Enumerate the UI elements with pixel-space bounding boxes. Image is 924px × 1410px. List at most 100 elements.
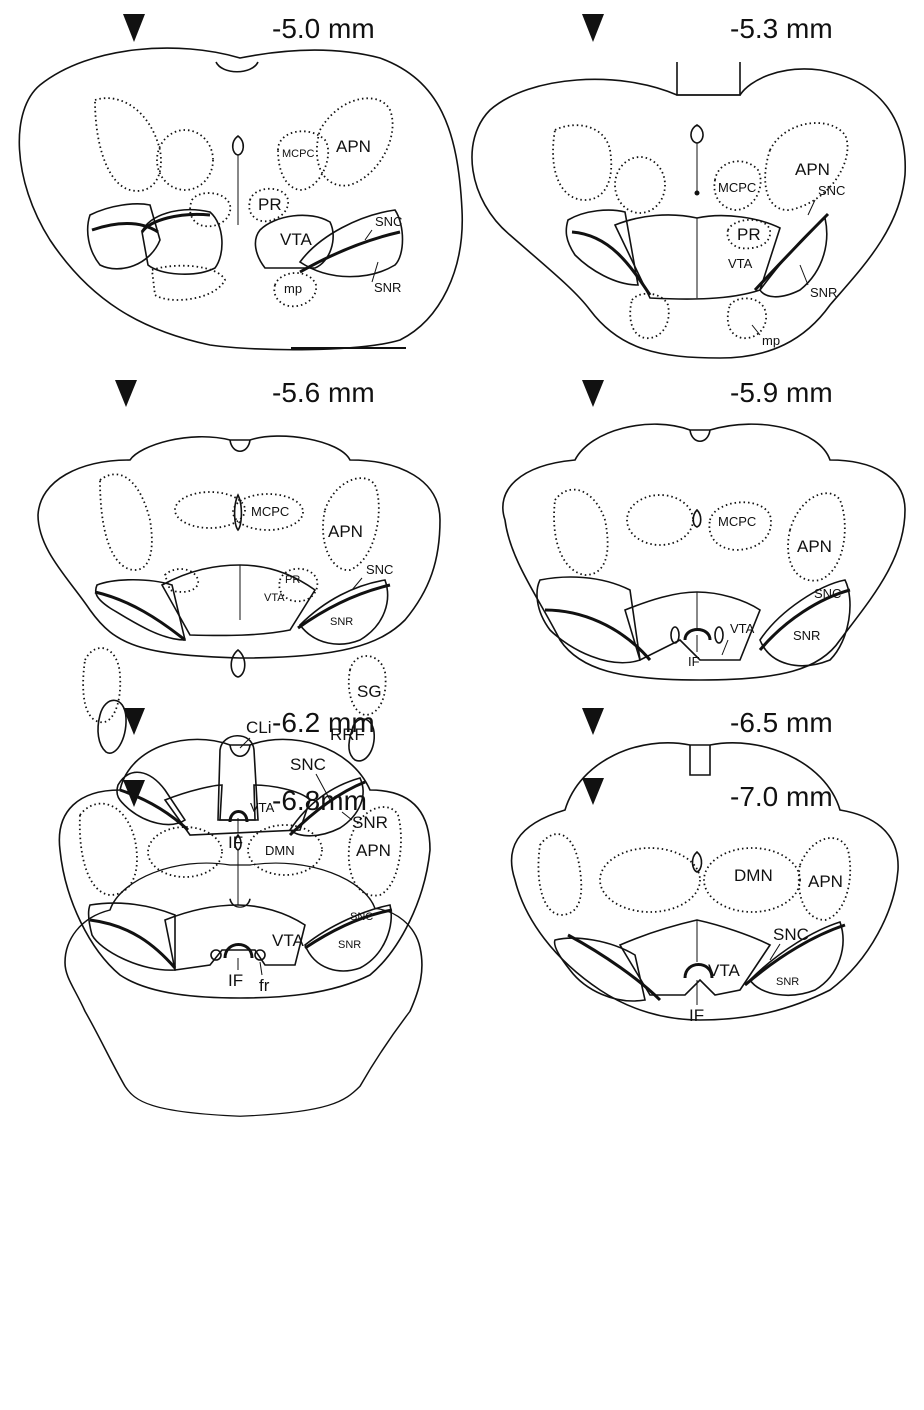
label-apn: APN [795,160,830,179]
section-coordinate: -5.9 mm [730,377,833,408]
aqueduct [693,510,701,527]
brain-outline [59,739,430,998]
if-nucleus [225,945,252,959]
label-snc: SNC [773,925,809,944]
brain-outline [19,48,462,350]
section-coordinate: -7.0 mm [730,781,833,812]
midline-notch [230,745,250,756]
brain-outline [472,69,905,358]
left-snc-snr [88,204,160,269]
label-pr: PR [737,225,761,244]
midline-notch [230,440,250,451]
label-sg: SG [357,682,382,701]
aqueduct [233,136,244,155]
left-vta-region [142,210,222,274]
label-vta: VTA [728,256,753,271]
region-left-medial [615,157,665,213]
left-lower-region [152,266,225,300]
section-minus-5-3: -5.3 mm MCPC APN PR SNC VTA SNR mp [472,13,905,358]
region-left-lateral [553,125,611,200]
region-left-medial [627,495,693,545]
label-apn: APN [356,841,391,860]
right-snc-bold [755,214,828,290]
label-fr: fr [259,976,270,995]
section-minus-6-5: -6.5 mm DMN APN SNC VTA SNR IF [512,707,899,1025]
region-left-lateral [100,474,152,570]
label-snc: SNC [350,911,373,923]
label-vta: VTA [280,230,312,249]
left-snc-bold [95,592,185,640]
label-rrf: RRF [330,725,365,744]
region-mcpc-outline [278,131,328,190]
section-coordinate: -5.0 mm [272,13,375,44]
section-minus-5-0: -5.0 mm VTA MCPC APN PR SNC SNR mp [19,13,462,350]
label-pr: PR [285,574,300,586]
label-snr: SNR [810,285,837,300]
label-snr: SNR [352,813,388,832]
label-vta: VTA [272,931,304,950]
region-left-lateral [80,804,137,895]
right-snc-snr [305,905,391,971]
label-mp: mp [762,333,780,348]
section-coordinate: -5.6 mm [272,377,375,408]
left-snc-bold [90,920,175,968]
label-apn: APN [328,522,363,541]
label-apn: APN [336,137,371,156]
arrowhead-marker [582,708,604,735]
label-snc: SNC [818,183,845,198]
label-mcpc: MCPC [718,514,756,529]
midline-notch [677,62,740,95]
label-dmn: DMN [265,843,295,858]
label-dmn: DMN [734,866,773,885]
label-if: IF [228,971,243,990]
left-snc-snr [555,938,645,1001]
left-snc-snr [537,577,640,663]
section-minus-5-6: -5.6 mm MCPC APN PR VTA SNC SNR [38,377,440,658]
region-left-lower [630,294,669,339]
label-if: IF [688,654,700,669]
label-vta: VTA [250,800,275,815]
label-mp: mp [284,281,302,296]
label-if: IF [689,1006,704,1025]
label-snc: SNC [375,214,402,229]
midline-notch [216,62,258,72]
label-vta: VTA [708,961,740,980]
label-vta: VTA [730,621,755,636]
brain-outline [38,436,440,658]
label-mcpc: MCPC [251,504,289,519]
arrowhead-marker [582,14,604,42]
section-minus-5-9: -5.9 mm MCPC APN SNC SNR VTA IF [503,377,905,680]
region-left-lateral [538,834,581,915]
label-apn: APN [797,537,832,556]
brain-outline [65,863,422,1116]
aqueduct [691,125,703,143]
label-snr: SNR [776,976,799,988]
region-mp [728,298,766,338]
label-mcpc: MCPC [282,148,314,160]
region-left-medial [600,848,700,912]
region-left-medial [157,130,213,190]
arrowhead-marker [115,380,137,407]
label-vta: VTA [264,592,285,604]
region-left-lateral [95,98,161,191]
region-left-lateral [554,490,608,575]
midline-notch [690,745,710,775]
midline-notch [690,430,710,441]
label-cli: CLi [246,718,272,737]
arrowhead-marker [582,380,604,407]
section-minus-7-0: -7.0 mm [582,778,833,812]
label-snc: SNC [814,586,841,601]
arrowhead-marker [123,14,145,42]
section-coordinate: -5.3 mm [730,13,833,44]
label-mcpc: MCPC [718,180,756,195]
section-coordinate: -6.5 mm [730,707,833,738]
label-pr: PR [258,195,282,214]
label-if: IF [228,833,243,852]
left-oval-1 [98,700,126,753]
label-snc: SNC [366,562,393,577]
label-snr: SNR [338,939,361,951]
aqueduct [231,650,245,677]
label-snr: SNR [793,628,820,643]
right-snc-bold [300,232,400,272]
